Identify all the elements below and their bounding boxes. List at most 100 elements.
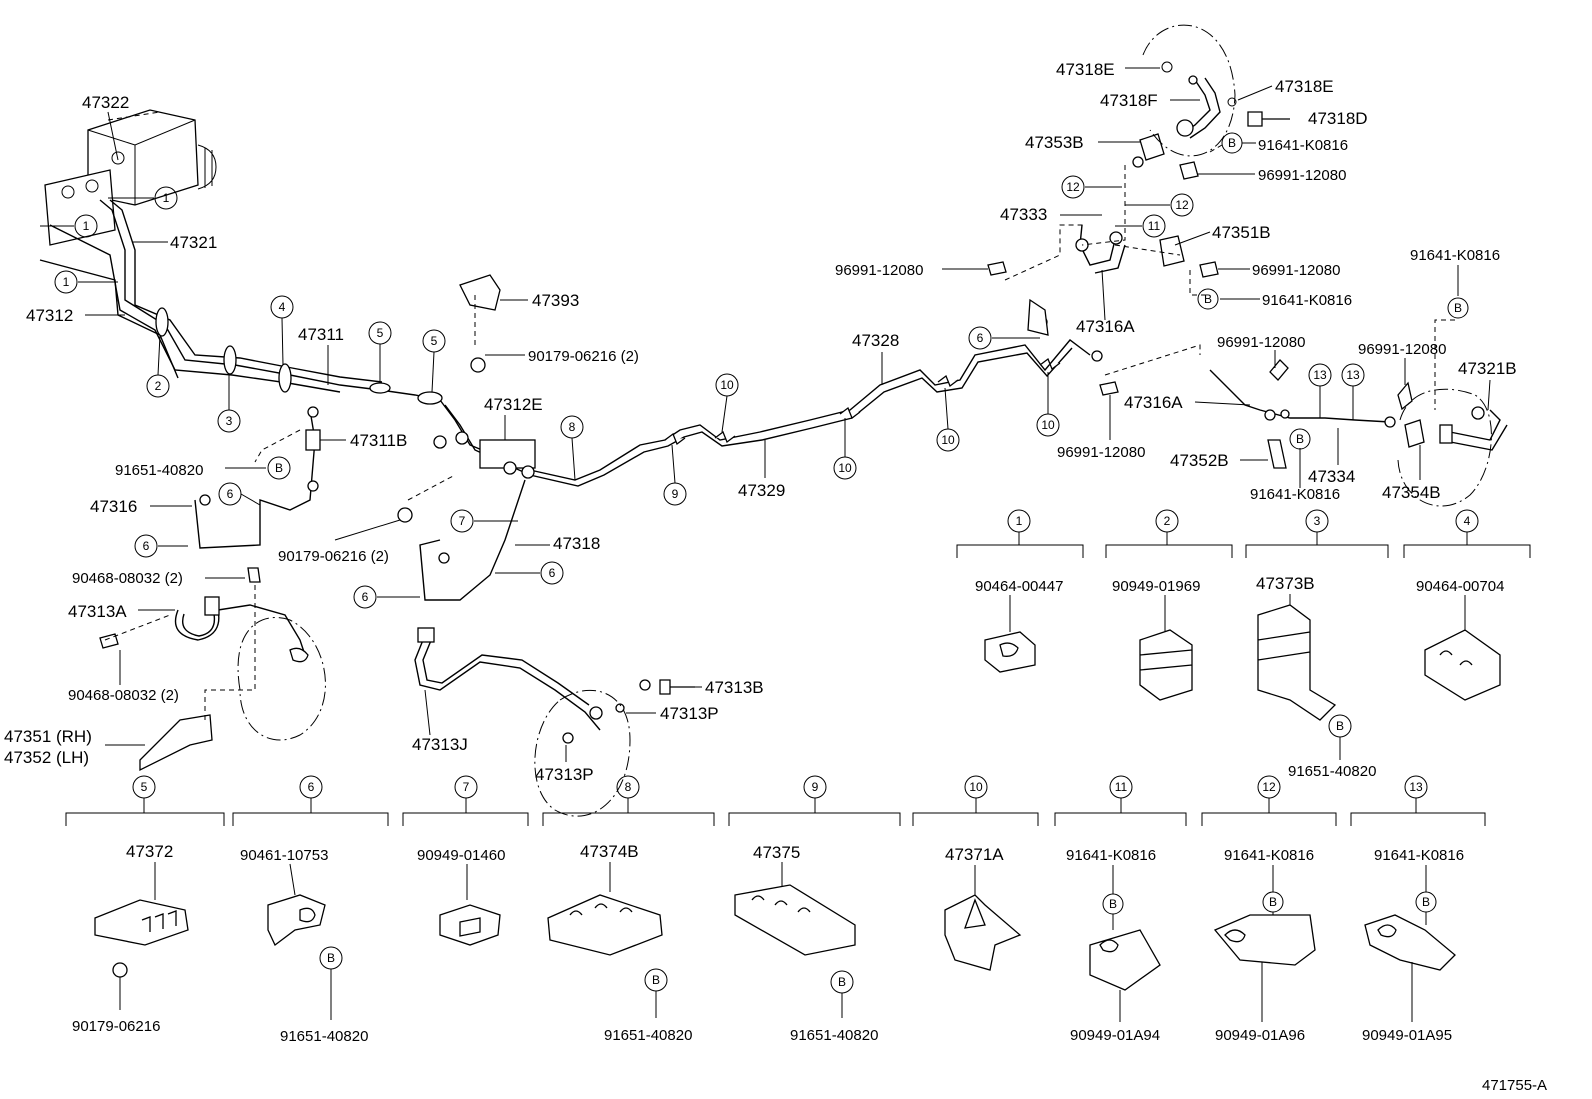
upper-part-labels: 47322 47321 47312 47311 47393 90179-0621… bbox=[4, 93, 899, 784]
svg-text:2: 2 bbox=[1164, 514, 1171, 528]
label-90949-01A95: 90949-01A95 bbox=[1362, 1027, 1452, 1044]
b-marker-far-right: B bbox=[1447, 297, 1469, 319]
label-47373B: 47373B bbox=[1256, 574, 1315, 593]
svg-text:8: 8 bbox=[569, 420, 576, 434]
svg-text:6: 6 bbox=[362, 590, 369, 604]
svg-text:12: 12 bbox=[1066, 180, 1080, 194]
right-part-labels: 47318E 47318E 47318F 47318D 47353B 91641… bbox=[835, 60, 1517, 503]
label-47316A-bottom: 47316A bbox=[1124, 393, 1183, 412]
label-47321: 47321 bbox=[170, 233, 217, 252]
label-47313P-right: 47313P bbox=[660, 704, 719, 723]
label-96991-12080-top: 96991-12080 bbox=[1258, 167, 1346, 184]
legend-clamp-8: 8 47374B B 91651-40820 bbox=[542, 775, 715, 1044]
label-47313P-left: 47313P bbox=[535, 765, 594, 784]
svg-text:10: 10 bbox=[838, 461, 852, 475]
callout-7: 7 bbox=[450, 509, 518, 533]
label-90949-01A96: 90949-01A96 bbox=[1215, 1027, 1305, 1044]
callout-13-b: 13 bbox=[1341, 363, 1365, 420]
callout-1-c: 1 bbox=[54, 270, 118, 294]
legend-clamp-4: 4 90464-00704 bbox=[1403, 509, 1531, 701]
label-47312E: 47312E bbox=[484, 395, 543, 414]
svg-text:13: 13 bbox=[1409, 780, 1423, 794]
label-47334: 47334 bbox=[1308, 467, 1355, 486]
label-96991-12080-mid: 96991-12080 bbox=[1252, 262, 1340, 279]
callout-10-a: 10 bbox=[715, 373, 739, 433]
label-90949-01460: 90949-01460 bbox=[417, 847, 505, 864]
label-47311: 47311 bbox=[298, 325, 344, 344]
label-91641-K0816-legend11: 91641-K0816 bbox=[1066, 847, 1156, 864]
label-47374B: 47374B bbox=[580, 842, 639, 861]
brake-actuator-assembly bbox=[44, 109, 217, 246]
svg-text:8: 8 bbox=[625, 780, 632, 794]
callout-1-a: 1 bbox=[108, 186, 178, 210]
label-47351-rh: 47351 (RH) bbox=[4, 727, 92, 746]
callout-9: 9 bbox=[663, 444, 687, 506]
label-91651-40820-left: 91651-40820 bbox=[115, 462, 203, 479]
label-47333: 47333 bbox=[1000, 205, 1047, 224]
callout-5-a: 5 bbox=[368, 321, 392, 383]
svg-text:5: 5 bbox=[141, 780, 148, 794]
callout-6-a: 6 bbox=[218, 482, 261, 506]
svg-text:3: 3 bbox=[1314, 514, 1321, 528]
label-47375: 47375 bbox=[753, 843, 800, 862]
callout-6-d: 6 bbox=[495, 561, 564, 585]
label-47352-lh: 47352 (LH) bbox=[4, 748, 89, 767]
callout-10-d: 10 bbox=[1036, 372, 1060, 437]
legend-clamp-7: 7 90949-01460 bbox=[402, 775, 529, 946]
svg-text:6: 6 bbox=[308, 780, 315, 794]
label-47318F: 47318F bbox=[1100, 91, 1158, 110]
svg-text:6: 6 bbox=[143, 539, 150, 553]
legend-row-upper: 1 90464-00447 2 90949-01969 3 47373B B 9… bbox=[956, 509, 1531, 780]
legend-clamp-1: 1 90464-00447 bbox=[956, 509, 1084, 673]
label-47354B: 47354B bbox=[1382, 483, 1441, 502]
label-47318E-right: 47318E bbox=[1275, 77, 1334, 96]
svg-text:B: B bbox=[275, 461, 283, 475]
svg-text:1: 1 bbox=[163, 191, 170, 205]
label-91651-40820-legend3: 91651-40820 bbox=[1288, 763, 1376, 780]
legend-clamp-2: 2 90949-01969 bbox=[1105, 509, 1233, 701]
label-47318D: 47318D bbox=[1308, 109, 1368, 128]
label-47321B: 47321B bbox=[1458, 359, 1517, 378]
svg-text:5: 5 bbox=[377, 326, 384, 340]
label-91641-K0816-top: 91641-K0816 bbox=[1258, 137, 1348, 154]
callout-12-a: 12 bbox=[1061, 175, 1122, 199]
legend-clamp-10: 10 47371A bbox=[912, 775, 1039, 971]
label-91641-K0816-mid: 91641-K0816 bbox=[1262, 292, 1352, 309]
svg-text:13: 13 bbox=[1313, 368, 1327, 382]
legend-row-lower: 5 47372 90179-06216 6 90461-10753 B 9165… bbox=[65, 775, 1486, 1045]
callout-6-e: 6 bbox=[968, 326, 1040, 350]
label-90468-08032-2-a: 90468-08032 (2) bbox=[72, 570, 183, 587]
dashed-leaders bbox=[104, 24, 1492, 817]
label-47328: 47328 bbox=[852, 331, 899, 350]
label-47311B: 47311B bbox=[350, 431, 407, 450]
label-47312: 47312 bbox=[26, 306, 73, 325]
svg-text:10: 10 bbox=[1041, 418, 1055, 432]
svg-text:1: 1 bbox=[63, 275, 70, 289]
callout-1-b: 1 bbox=[40, 214, 98, 238]
svg-text:12: 12 bbox=[1175, 198, 1189, 212]
svg-text:B: B bbox=[1228, 136, 1236, 150]
diagram-reference-code: 471755-A bbox=[1482, 1077, 1547, 1094]
svg-text:B: B bbox=[1109, 897, 1117, 911]
svg-text:6: 6 bbox=[549, 566, 556, 580]
label-96991-12080-right-b: 96991-12080 bbox=[1358, 341, 1446, 358]
label-91641-K0816-legend13: 91641-K0816 bbox=[1374, 847, 1464, 864]
svg-text:B: B bbox=[838, 975, 846, 989]
callout-8: 8 bbox=[560, 415, 584, 481]
callout-6-b: 6 bbox=[134, 534, 188, 558]
label-47371A: 47371A bbox=[945, 845, 1004, 864]
callout-2: 2 bbox=[146, 334, 170, 398]
svg-text:10: 10 bbox=[720, 378, 734, 392]
label-47313B: 47313B bbox=[705, 678, 764, 697]
svg-text:9: 9 bbox=[672, 487, 679, 501]
b-marker-top: B bbox=[1221, 132, 1243, 154]
legend-clamp-6: 6 90461-10753 B 91651-40820 bbox=[232, 775, 389, 1045]
label-47372: 47372 bbox=[126, 842, 173, 861]
svg-text:11: 11 bbox=[1115, 780, 1128, 794]
svg-text:1: 1 bbox=[1016, 514, 1023, 528]
svg-text:7: 7 bbox=[463, 780, 470, 794]
svg-text:B: B bbox=[1296, 432, 1304, 446]
label-90179-06216-2-upper: 90179-06216 (2) bbox=[528, 348, 639, 365]
svg-text:B: B bbox=[1454, 301, 1462, 315]
label-47351B: 47351B bbox=[1212, 223, 1271, 242]
